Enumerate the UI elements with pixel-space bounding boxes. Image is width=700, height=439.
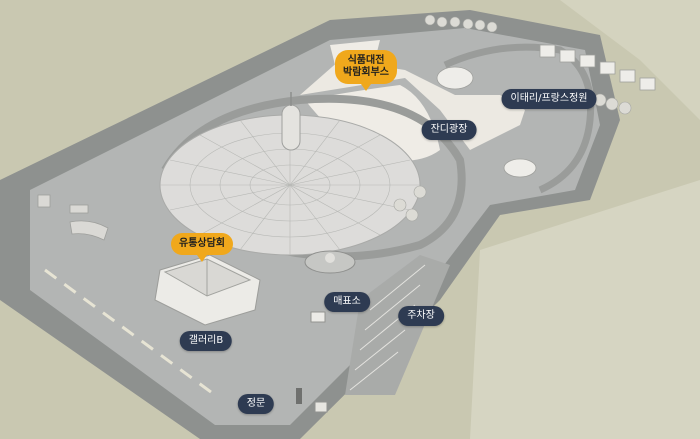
main-gate-label[interactable]: 정문: [237, 394, 275, 414]
gallery-b-label[interactable]: 갤러리B: [179, 331, 233, 351]
italy-garden-label[interactable]: 이태리/프랑스정원: [501, 89, 597, 109]
ticket-office-label[interactable]: 매표소: [324, 292, 370, 312]
pin-label: 유통상담회: [171, 233, 233, 255]
ticket-booth: [310, 311, 326, 323]
terrain-hill: [560, 0, 700, 120]
parking-lot: [345, 255, 450, 395]
roundabout-statue: [325, 253, 335, 263]
lawn-plaza-label[interactable]: 잔디광장: [421, 120, 477, 140]
parking-label[interactable]: 주차장: [398, 306, 444, 326]
central-tower: [281, 104, 301, 151]
left-structures: [37, 194, 109, 241]
terrain-slope: [470, 180, 700, 439]
pin-label: 식품대전 박람회부스: [335, 50, 397, 84]
road-markings: [44, 268, 216, 397]
tree-clusters: [393, 14, 632, 222]
ring-road: [161, 94, 466, 261]
garden-road: [443, 43, 595, 194]
gate-booth: [314, 401, 328, 413]
italy-garden-buildings: [436, 44, 656, 178]
lawn-plaza-inner: [305, 85, 440, 162]
pin-tail: [197, 255, 207, 262]
food-expo-pin[interactable]: 식품대전 박람회부스: [335, 50, 397, 91]
gate-structure: [296, 388, 302, 404]
distribution-pin[interactable]: 유통상담회: [171, 233, 233, 262]
pin-tail: [361, 84, 371, 91]
